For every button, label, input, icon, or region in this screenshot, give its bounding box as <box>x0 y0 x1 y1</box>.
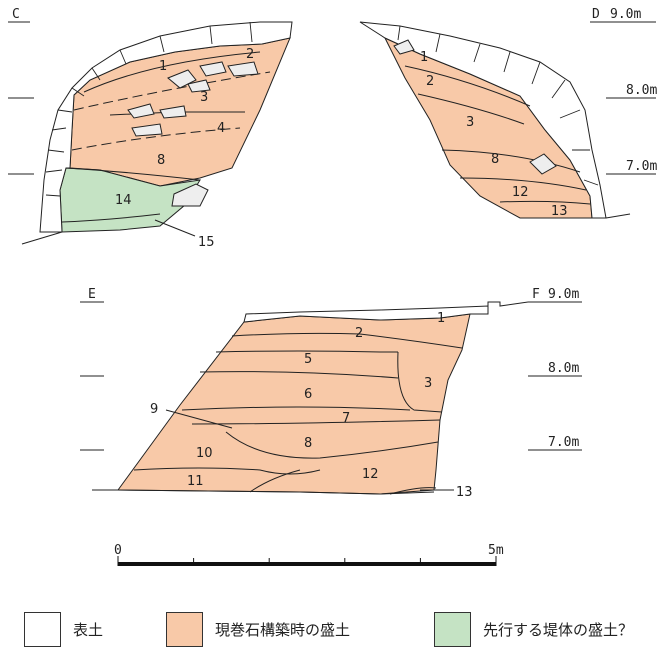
layer-number: 1 <box>159 59 167 74</box>
layer-9-leader <box>165 409 233 429</box>
section-cd: C D 9.0m 8.0m 7.0m <box>8 7 657 245</box>
layer-number: 14 <box>115 193 132 208</box>
layer-number: 2 <box>355 326 363 341</box>
white-swatch-icon <box>24 612 61 647</box>
elevation-9m-label: 9.0m <box>610 7 641 22</box>
cd-left-hatched-stones <box>127 61 259 207</box>
layer-number: 2 <box>426 74 434 89</box>
layer-number: 15 <box>198 235 215 250</box>
legend: 表土 現巻石構築時の盛土 先行する堤体の盛土？ <box>0 612 661 648</box>
layer-number: 10 <box>196 446 213 461</box>
green-swatch-icon <box>434 612 471 647</box>
cd-left-layer-line-5 <box>65 167 201 181</box>
cd-left-ground <box>21 231 63 245</box>
cd-right-layer-line-5 <box>499 200 591 205</box>
cd-left-stones <box>45 21 253 197</box>
layer-number: 8 <box>157 153 165 168</box>
ef-layer-line-7b <box>191 419 441 425</box>
section-cd-layer-numbers: 1 2 3 4 8 14 15 1 2 3 8 12 13 <box>115 47 568 250</box>
layer-number: 3 <box>424 376 432 391</box>
layer-number: 2 <box>246 47 254 62</box>
elevation-7m-label: 7.0m <box>626 159 657 174</box>
layer-number: 6 <box>304 387 312 402</box>
layer-number: 7 <box>342 411 350 426</box>
elevation-9m-label: 9.0m <box>548 287 579 302</box>
cd-right-layer-line-4 <box>459 177 587 191</box>
scale-bar-thick <box>118 562 496 566</box>
layer-number: 4 <box>217 121 225 136</box>
cd-right-hatched-stones <box>393 39 557 175</box>
cd-left-layer-line-1 <box>83 51 261 93</box>
cd-right-stones <box>397 25 599 186</box>
cd-right-layer-line-3 <box>441 149 581 173</box>
ef-layer-line-5 <box>215 350 398 353</box>
elevation-7m-label: 7.0m <box>548 435 579 450</box>
ef-layer-line-3-left <box>397 351 443 413</box>
ef-layer-line-7a <box>181 406 411 411</box>
layer-number: 5 <box>304 352 312 367</box>
ef-ground <box>92 489 435 495</box>
layer-15-leader <box>154 219 196 237</box>
layer-number: 1 <box>420 50 428 65</box>
section-cd-left-label: C <box>12 7 20 22</box>
legend-item-topsoil: 表土 <box>24 612 103 647</box>
layer-number: 3 <box>466 115 474 130</box>
layer-number: 11 <box>187 474 204 489</box>
ef-layer-line-10 <box>133 467 321 475</box>
cd-right-layer-line-1 <box>404 65 531 107</box>
elevation-8m-label: 8.0m <box>548 361 579 376</box>
layer-number: 13 <box>551 204 568 219</box>
legend-item-earlier-fill: 先行する堤体の盛土？ <box>434 612 633 647</box>
section-cd-right-label: D <box>592 7 600 22</box>
elevation-8m-label: 8.0m <box>626 83 657 98</box>
section-ef: E F 9.0m 8.0m 7.0m <box>80 287 582 495</box>
ef-layer-line-11 <box>249 469 301 493</box>
orange-swatch-icon <box>166 612 203 647</box>
ef-layer-line-12 <box>389 487 437 495</box>
layer-number: 3 <box>200 90 208 105</box>
section-ef-layer-numbers: 1 2 5 6 3 7 9 10 8 11 12 13 <box>150 311 473 500</box>
layer-number: 9 <box>150 402 158 417</box>
scale-end-label: 5m <box>488 543 504 558</box>
section-diagram: C D 9.0m 8.0m 7.0m <box>8 7 657 566</box>
scale-ticks <box>117 556 497 566</box>
layer-number: 12 <box>362 467 379 482</box>
legend-label: 表土 <box>73 621 104 639</box>
legend-label: 現巻石構築時の盛土 <box>215 621 351 639</box>
layer-number: 1 <box>437 311 445 326</box>
cd-right-layer-line-2 <box>417 93 525 125</box>
ef-topsoil <box>243 305 489 323</box>
layer-number: 8 <box>304 436 312 451</box>
layer-number: 13 <box>456 485 473 500</box>
ef-layer-line-8 <box>225 431 439 459</box>
layer-number: 8 <box>491 152 499 167</box>
ef-top-cap <box>487 301 529 307</box>
scale-bar: 0 5m <box>114 543 504 566</box>
legend-item-current-fill: 現巻石構築時の盛土 <box>166 612 350 647</box>
cd-left-layer-line-6 <box>61 213 161 223</box>
ef-layer-line-6 <box>199 371 399 379</box>
layer-number: 12 <box>512 185 529 200</box>
section-ef-right-label: F <box>532 287 540 302</box>
cd-left-layer-line-4 <box>71 127 241 151</box>
cd-right-ground <box>605 213 631 219</box>
scale-start-label: 0 <box>114 543 122 558</box>
ef-layer-line-2 <box>231 332 463 349</box>
cd-left-layer-line-2 <box>73 71 271 111</box>
section-ef-left-label: E <box>88 287 96 302</box>
legend-label: 先行する堤体の盛土？ <box>483 621 634 639</box>
